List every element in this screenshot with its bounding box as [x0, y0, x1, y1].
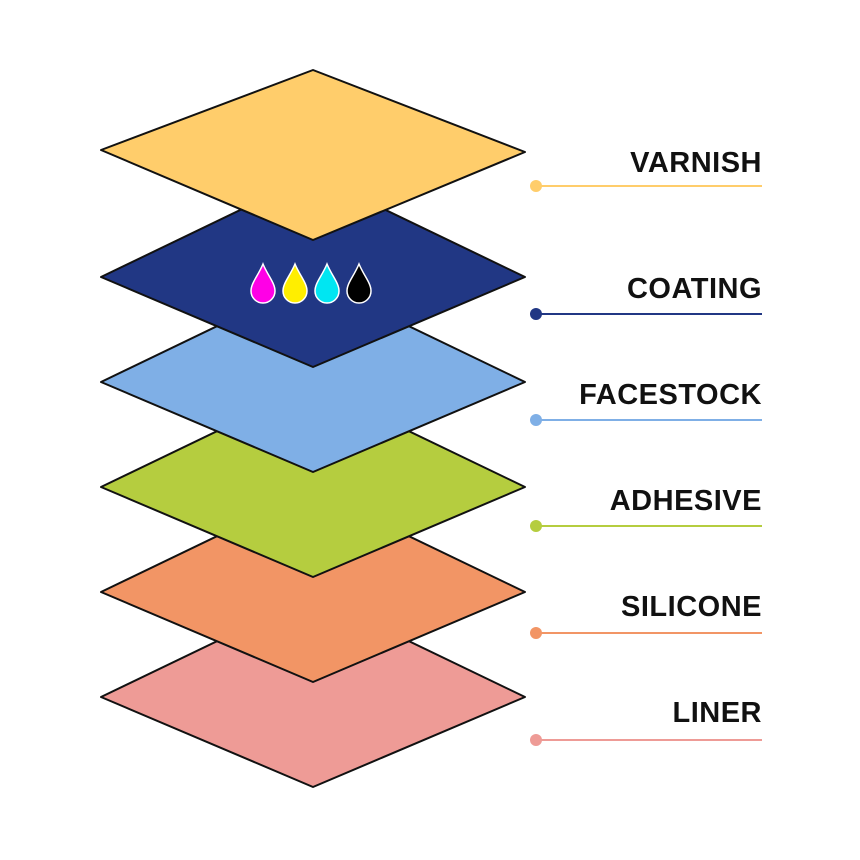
callout-silicone: SILICONE	[530, 591, 762, 639]
layer-label-facestock: FACESTOCK	[579, 379, 762, 411]
layer-adhesive	[100, 384, 526, 578]
black-ink-drop-icon	[346, 262, 372, 304]
layer-label-coating: COATING	[627, 273, 762, 305]
ink-drops	[250, 262, 372, 304]
callout-facestock: FACESTOCK	[530, 379, 762, 426]
callout-dot	[530, 520, 542, 532]
yellow-ink-drop-icon	[282, 262, 308, 304]
layer-label-silicone: SILICONE	[621, 591, 762, 623]
layer-label-liner: LINER	[673, 697, 763, 729]
callout-dot	[530, 180, 542, 192]
magenta-ink-drop-icon	[250, 262, 276, 304]
callout-dot	[530, 414, 542, 426]
layer-liner	[100, 594, 526, 788]
callout-dot	[530, 627, 542, 639]
layer-facestock	[100, 279, 526, 473]
layer-varnish	[100, 69, 526, 241]
layer-label-adhesive: ADHESIVE	[610, 485, 762, 517]
callout-liner: LINER	[530, 697, 762, 746]
callout-coating: COATING	[530, 273, 762, 320]
layer-stack	[100, 69, 526, 788]
layer-label-varnish: VARNISH	[630, 147, 762, 179]
cyan-ink-drop-icon	[314, 262, 340, 304]
callout-adhesive: ADHESIVE	[530, 485, 762, 532]
layer-coating	[100, 174, 526, 368]
layer-silicone	[100, 489, 526, 683]
callout-varnish: VARNISH	[530, 147, 762, 192]
callout-dot	[530, 734, 542, 746]
layer-callouts: VARNISH COATING FACESTOCK ADHESIVE SILIC…	[530, 147, 762, 746]
callout-dot	[530, 308, 542, 320]
